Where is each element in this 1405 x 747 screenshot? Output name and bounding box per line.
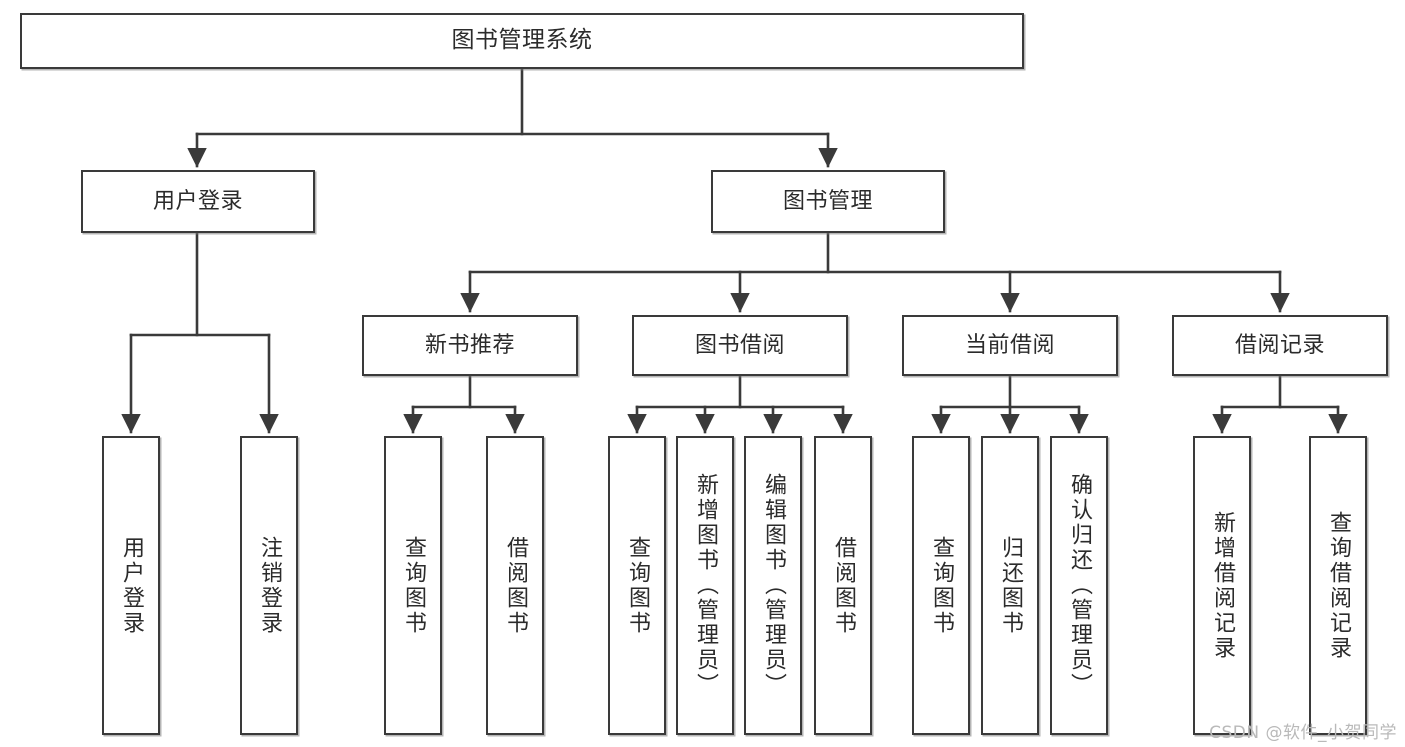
node-label: 查询借阅记录 [1326,510,1351,661]
node-leaf-cur-query-book[interactable]: 查询图书 [912,436,970,735]
node-label: 查询图书 [625,535,650,636]
node-label: 查询图书 [401,535,426,636]
node-label: 编辑图书（管理员） [761,473,786,698]
node-user-login[interactable]: 用户登录 [81,170,315,233]
node-leaf-cur-return-book[interactable]: 归还图书 [981,436,1039,735]
node-label: 借阅记录 [1234,332,1325,358]
node-leaf-rec-add-record[interactable]: 新增借阅记录 [1193,436,1251,735]
node-new-book-rec[interactable]: 新书推荐 [362,315,578,376]
node-leaf-cur-confirm-return[interactable]: 确认归还（管理员） [1050,436,1108,735]
node-label: 借阅图书 [503,535,528,636]
node-label: 图书管理 [782,188,873,214]
node-leaf-rec-query-record[interactable]: 查询借阅记录 [1309,436,1367,735]
node-book-borrow[interactable]: 图书借阅 [632,315,848,376]
node-label: 注销登录 [257,535,282,636]
node-leaf-borrow-add-book[interactable]: 新增图书（管理员） [676,436,734,735]
node-label: 确认归还（管理员） [1067,473,1092,698]
node-label: 新增借阅记录 [1210,510,1235,661]
node-leaf-rec-query-book[interactable]: 查询图书 [384,436,442,735]
node-root-book-management-system[interactable]: 图书管理系统 [20,13,1024,69]
node-label: 图书管理系统 [451,27,593,54]
node-label: 用户登录 [119,535,144,636]
node-current-borrow[interactable]: 当前借阅 [902,315,1118,376]
node-label: 图书借阅 [694,332,785,358]
node-leaf-borrow-query-book[interactable]: 查询图书 [608,436,666,735]
node-leaf-borrow-borrow-book[interactable]: 借阅图书 [814,436,872,735]
node-label: 查询图书 [929,535,954,636]
node-label: 归还图书 [998,535,1023,636]
node-borrow-record[interactable]: 借阅记录 [1172,315,1388,376]
node-leaf-rec-borrow-book[interactable]: 借阅图书 [486,436,544,735]
node-label: 用户登录 [152,188,243,214]
node-leaf-borrow-edit-book[interactable]: 编辑图书（管理员） [744,436,802,735]
node-leaf-user-login[interactable]: 用户登录 [102,436,160,735]
csdn-watermark: CSDN @软件_小贺同学 [1209,723,1397,743]
node-label: 新书推荐 [424,332,515,358]
node-book-manage[interactable]: 图书管理 [711,170,945,233]
node-label: 借阅图书 [831,535,856,636]
node-label: 当前借阅 [964,332,1055,358]
node-leaf-user-logout[interactable]: 注销登录 [240,436,298,735]
node-label: 新增图书（管理员） [693,473,718,698]
